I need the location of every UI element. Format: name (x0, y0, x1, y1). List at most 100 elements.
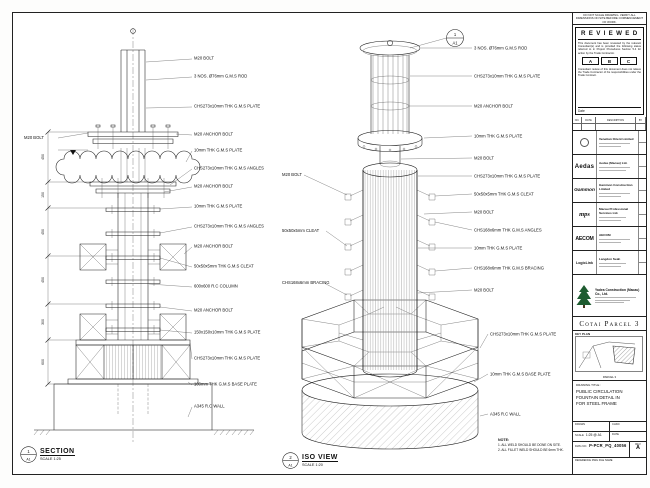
annotation-label: 600x600 R.C COLUMN (194, 283, 238, 288)
party-name: Langdon Seah (599, 257, 621, 262)
detail-marker-icon: 2 A1 (282, 452, 299, 469)
annotation-label: A345 R.C WALL (194, 403, 225, 408)
svg-text:1: 1 (27, 449, 30, 454)
review-status-boxes: A B C (582, 57, 637, 65)
balloon-sheet: A1 (452, 41, 458, 46)
annotation-label: CHS168x6mm THK G.M.S ANGLES (474, 227, 542, 232)
iso-view-title: 2 A1 ISO VIEW SCALE 1:20 (282, 452, 338, 469)
view-name: ISO VIEW (302, 454, 338, 462)
detail-marker-icon: 1 A1 (20, 446, 37, 463)
rev-col-no: NO. (573, 117, 582, 123)
party-row-aecom: AECOM AECOM (573, 227, 646, 251)
annotation-label: CHS273x10mm THK G.M.S ANGLES (194, 165, 264, 170)
key-plan-caption: PARCEL 3 (602, 375, 617, 379)
reviewed-paragraph: This document has been reviewed by the r… (578, 41, 641, 55)
party-row-mps: mps Macau Professional Services Ltd. (573, 203, 646, 227)
dim-label: 450 (41, 277, 45, 283)
drawing-title-line: PUBLIC CIRCULATION (576, 389, 623, 394)
annotation-label: 50x50x5mm THK G.M.S CLEAT (474, 191, 534, 196)
annotation-label: M20 BOLT (474, 155, 494, 160)
section-annotations: M20 BOLT M20 BOLT 3 NOS. Ø76mm G.M.S ROD… (24, 55, 264, 418)
dim-label: 300 (41, 319, 45, 325)
rev-col-by: BY (636, 117, 646, 123)
venetian-logo (573, 131, 597, 154)
annotation-label: 10mm THK G.M.S BASE PLATE (490, 371, 551, 376)
contractor-block: Yadea Construction (Macau) Co., Ltd. (573, 275, 646, 317)
party-name: Gammon Construction Limited (599, 183, 633, 192)
drawn-label: DRAWN (575, 423, 586, 426)
annotation-label: 3 NOS. Ø76mm G.M.S ROD (474, 45, 527, 50)
reviewed-paragraph: Consultant review of this document does … (578, 67, 641, 78)
party-name: Aedas (Macau) Ltd. (599, 161, 628, 166)
section-drawing: 450 150 450 450 300 600 M20 BOLT M20 BOL… (24, 28, 264, 442)
note-line: 1. ALL WELD SHOULD BE DONE ON SITE. (498, 443, 561, 448)
mps-logo: mps (573, 203, 597, 226)
dim-label: 450 (41, 229, 45, 235)
section-view-title: 1 A1 SECTION SCALE 1:25 (20, 446, 75, 463)
notes-heading: NOTE: (498, 438, 510, 442)
title-block: DO NOT SCALE DRAWING. VERIFY ALL DIMENSI… (572, 13, 646, 474)
aecom-logo: AECOM (573, 227, 597, 250)
annotation-label: 50x50x5mm CLEAT (282, 228, 320, 233)
level-marker (70, 150, 76, 155)
general-notes: NOTE: 1. ALL WELD SHOULD BE DONE ON SITE… (498, 438, 572, 452)
svg-text:2: 2 (289, 455, 292, 460)
annotation-label: M20 ANCHOR BOLT (194, 131, 233, 136)
view-name: SECTION (40, 448, 75, 456)
chkd-label: CHKD (612, 423, 620, 426)
annotation-label: CHS273x10mm THK G.M.S PLATE (474, 173, 540, 178)
seal-icon (580, 138, 589, 147)
reviewed-date-row: Date (578, 107, 641, 113)
drawing-title-block: DRAWING TITLE : PUBLIC CIRCULATION FOUNT… (573, 381, 646, 422)
annotation-label: 150x150x10mm THK G.M.S PLATE (194, 329, 261, 334)
annotation-label: CHS168x6mm BRACING (282, 280, 329, 285)
section-dimensions: 450 150 450 450 300 600 (41, 129, 106, 387)
party-row-gammon: Gammon Gammon Construction Limited (573, 179, 646, 203)
balloon-number: 1 (454, 32, 457, 37)
project-name: Cotai Parcel 3 (573, 317, 646, 331)
annotation-label: M20 BOLT (24, 135, 44, 140)
party-name: Macau Professional Services Ltd. (599, 207, 629, 216)
aedas-logo: Aedas (573, 155, 597, 178)
rev-value: A (636, 445, 640, 451)
key-plan: KEY PLAN PARCEL 3 (573, 331, 646, 381)
reference-dwg-label: REFERENCE DWG FILE NAME (575, 459, 613, 462)
scale-label: SCALE (575, 434, 584, 437)
section-geometry (33, 28, 255, 442)
dwg-no-value: P-PCR_PQ_40056 (589, 443, 627, 448)
rev-label: REV (635, 443, 641, 446)
annotation-label: 10mm THK G.M.S PLATE (194, 203, 242, 208)
drawing-title-line: FOUNTAIN DETAIL IN (576, 395, 620, 401)
rev-col-date: DATE (582, 117, 596, 123)
annotation-label: 10mm THK G.M.S PLATE (194, 147, 242, 152)
view-scale: SCALE 1:25 (40, 457, 61, 461)
annotation-label: CHS168x6mm THK G.M.S BRACING (474, 265, 544, 270)
dim-label: 150 (41, 192, 45, 198)
annotation-label: M20 BOLT (282, 172, 302, 177)
annotation-label: 100mm THK G.M.S BASE PLATE (194, 381, 257, 386)
annotation-label: 3 NOS. Ø76mm G.M.S ROD (194, 73, 247, 78)
party-row-venetian: Venetian Orient Limited (573, 131, 646, 155)
annotation-label: CHS273x10mm THK G.M.S PLATE (490, 331, 556, 336)
annotation-label: M20 BOLT (194, 55, 214, 60)
view-scale: SCALE 1:20 (302, 463, 323, 467)
party-name: AECOM (599, 233, 611, 238)
status-box-c: C (620, 57, 637, 65)
logiclink-logo: LogicLink (573, 251, 597, 274)
scale-value: 1:25 @ A1 (585, 433, 602, 437)
status-box-a: A (582, 57, 599, 65)
annotation-label: 10mm THK G.M.S PLATE (474, 133, 522, 138)
note-line: 2. ALL FILLET WELD SHOULD BE 6mm THK. (498, 447, 564, 452)
drawing-title-line: FOR STEEL FRAME (576, 401, 617, 407)
dwg-no-label: DWG NO. (575, 445, 588, 448)
annotation-label: CHS273x10mm THK G.M.S PLATE (474, 73, 540, 78)
rev-col-desc: DESCRIPTION (596, 117, 636, 123)
reviewed-stamp: R E V I E W E D This document has been r… (575, 27, 644, 115)
tree-logo-icon (576, 284, 592, 308)
iso-drawing: 1 A1 M20 BOLT 50x50x5mm CLEAT CHS168x6mm… (282, 29, 556, 450)
reviewed-title: R E V I E W E D (578, 29, 641, 40)
annotation-label: CHS273x10mm THK G.M.S ANGLES (194, 223, 264, 228)
iso-annotations: M20 BOLT 50x50x5mm CLEAT CHS168x6mm BRAC… (282, 45, 556, 416)
annotation-label: 10mm THK G.M.S PLATE (474, 245, 522, 250)
